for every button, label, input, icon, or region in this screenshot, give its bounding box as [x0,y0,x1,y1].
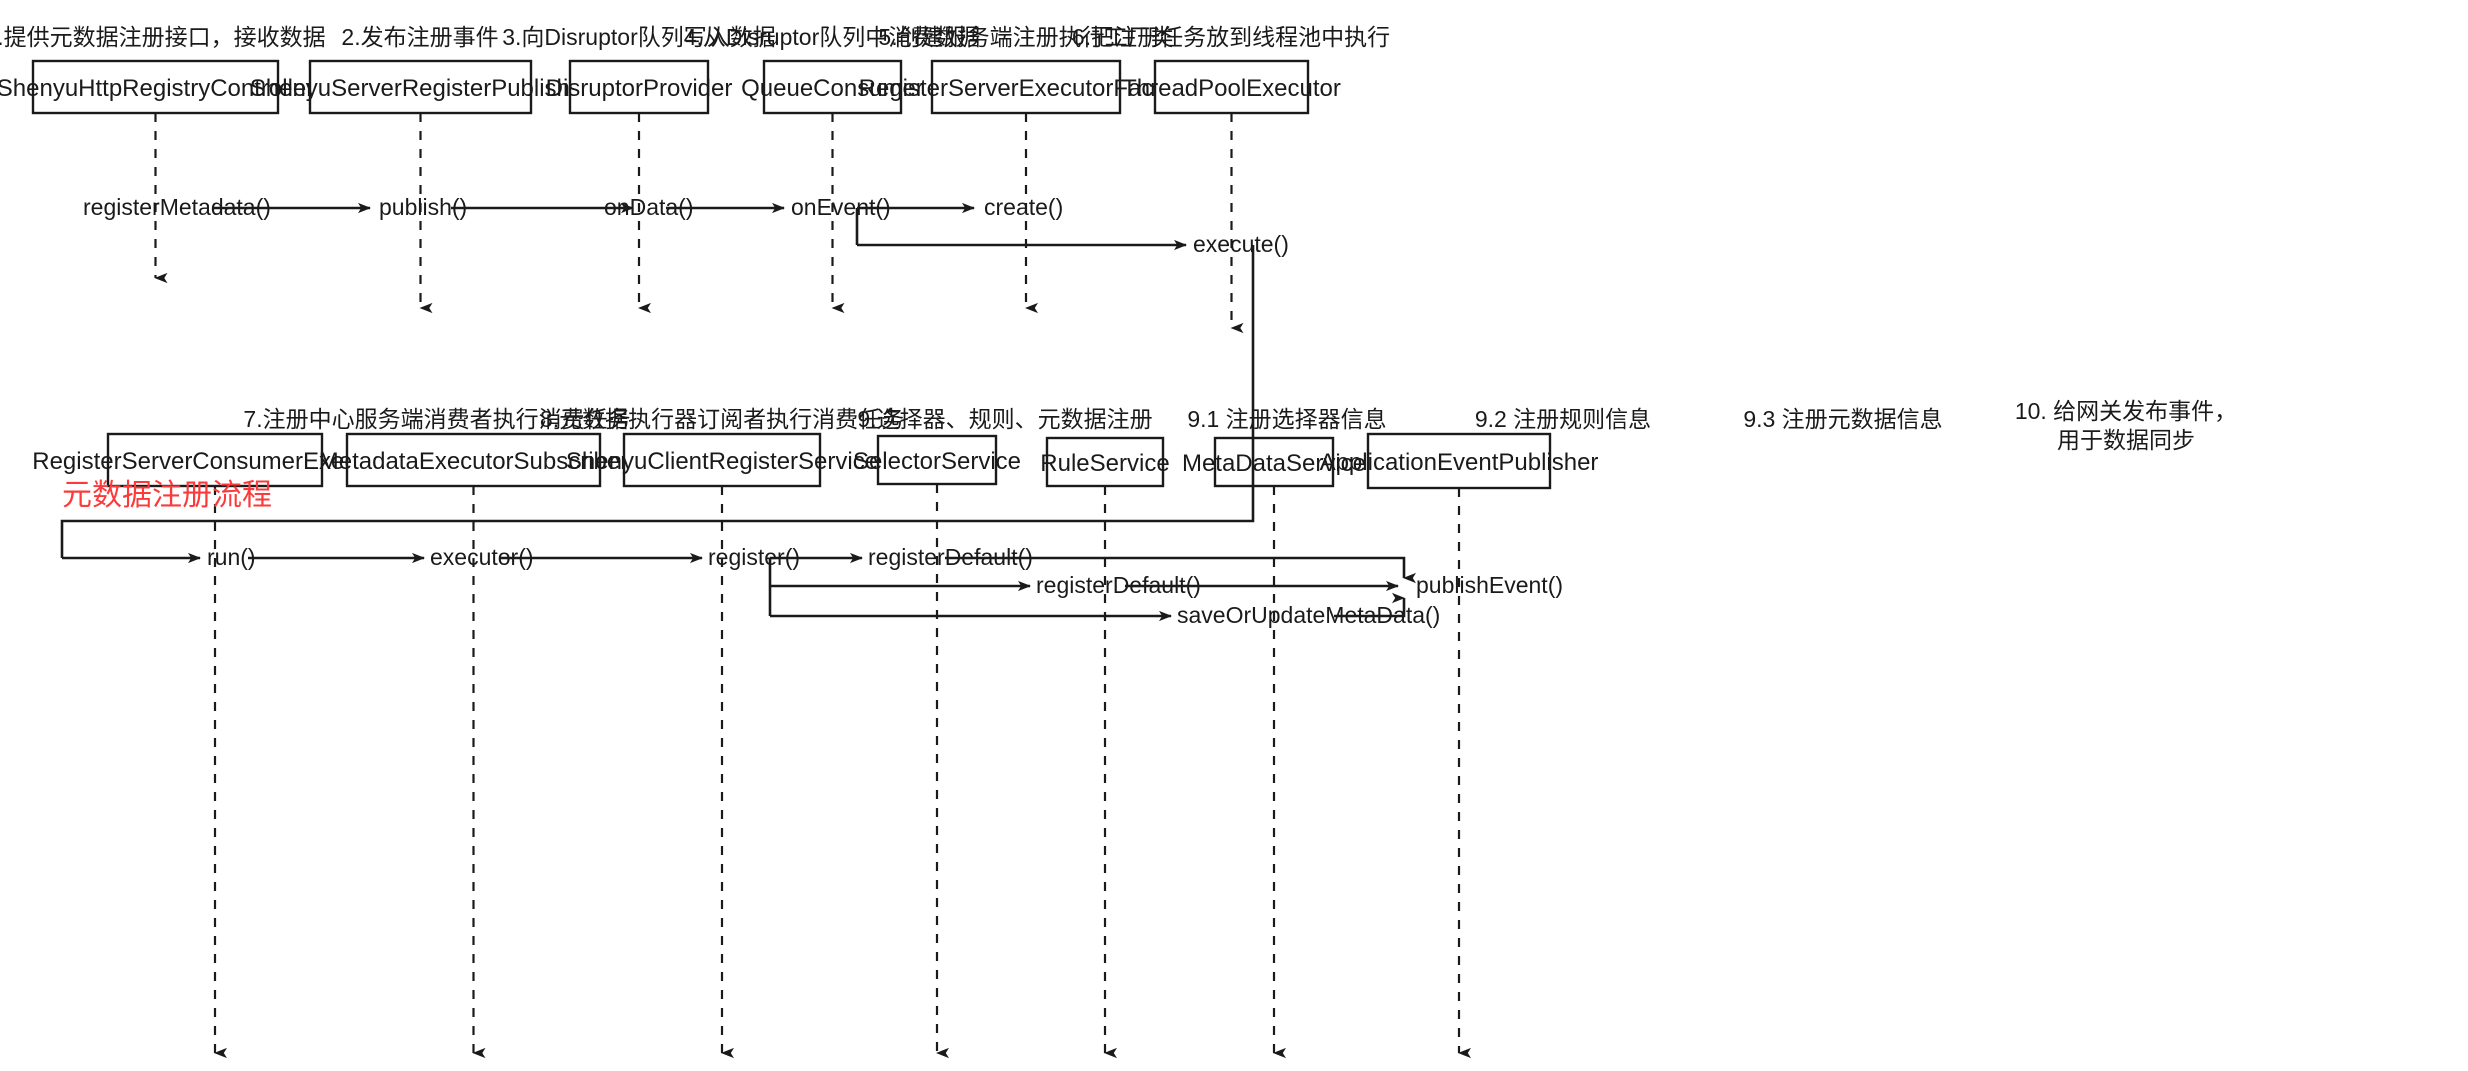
participant-box[interactable] [1366,432,1552,490]
participant-label: ThreadPoolExecutor [1122,75,1341,102]
note-label: 10. 给网关发布事件，用于数据同步 [2015,398,2237,453]
participant-label: MetaDataService [1182,450,1366,477]
participant-label: RegisterServerConsumerExecutor [32,448,397,475]
participant-label: ShenyuHttpRegistryController [0,75,314,102]
participant-box[interactable] [1153,59,1310,115]
message-label-msg-publish: publish() [379,194,467,220]
messages-group: registerMetadata() publish() onData() onEve… [62,194,1563,628]
participant-label: SelectorService [853,448,1021,475]
note-label: 5.创建服务端注册执行工厂类 [878,24,1173,50]
participant-box[interactable] [568,59,710,115]
participant-boxes-group: ShenyuHttpRegistryControllerShenyuServer… [0,59,1599,490]
participant-label: RuleService [1040,450,1169,477]
participant-register-server-executor-factory[interactable]: RegisterServerExecutorFactory [859,59,1194,115]
message-label-msg-publish-event: publishEvent() [1416,572,1563,598]
connector-metadata-to-publish [1334,592,1406,618]
participant-thread-pool-executor[interactable]: ThreadPoolExecutor [1122,59,1341,115]
participant-box[interactable] [31,59,280,115]
message-label-msg-create: create() [984,194,1063,220]
participant-shenyu-client-register-service[interactable]: ShenyuClientRegisterService [566,432,878,488]
participant-label: ShenyuClientRegisterService [566,448,878,475]
connector-selector-to-publish [945,556,1416,584]
note-label: 4.从Disruptor队列中消费数据 [684,24,980,50]
message-label-msg-execute: execute() [1193,231,1289,257]
participant-selector-service[interactable]: SelectorService [853,434,1021,486]
message-label-msg-run: run() [207,544,256,570]
connector-execute-to-run [60,245,1255,558]
lifelines-group [154,113,1471,1059]
note-label: 6.把注册任务放到线程池中执行 [1072,24,1390,50]
participant-label: ApplicationEventPublisher [1320,449,1599,476]
note-label: 2.发布注册事件 [341,24,498,50]
participant-shenyu-http-registry-controller[interactable]: ShenyuHttpRegistryController [0,59,314,115]
note-label: 7.注册中心服务端消费者执行消费任务 [243,406,630,432]
note-label: 1.提供元数据注册接口，接收数据 [0,24,326,50]
participant-shenyu-server-register-publisher[interactable]: ShenyuServerRegisterPublisher [250,59,592,115]
note-label: 8.元数据执行器订阅者执行消费任务 [540,406,904,432]
note-label: 9.3 注册元数据信息 [1743,406,1942,432]
participant-label: ShenyuServerRegisterPublisher [250,75,592,102]
participant-rule-service[interactable]: RuleService [1040,436,1170,488]
participant-box[interactable] [930,59,1122,115]
section-title: 元数据注册流程 [62,479,272,512]
message-label-msg-on-event: onEvent() [791,194,891,220]
participant-box[interactable] [622,432,822,488]
participant-box[interactable] [106,432,324,488]
participant-metadata-service[interactable]: MetaDataService [1182,436,1366,488]
participant-label: QueueConsumer [741,75,924,102]
participant-metadata-executor-subscriber[interactable]: MetadataExecutorSubscriber [319,432,629,488]
note-label: 9.选择器、规则、元数据注册 [857,406,1152,432]
participant-box[interactable] [345,432,602,488]
note-label: 3.向Disruptor队列写入数据 [502,24,775,50]
message-label-msg-on-data: onData() [604,194,693,220]
note-label: 9.2 注册规则信息 [1475,406,1651,432]
participant-application-event-publisher[interactable]: ApplicationEventPublisher [1320,432,1599,490]
connectors-group [60,208,1416,618]
participant-label: MetadataExecutorSubscriber [319,448,629,475]
participant-label: DisruptorProvider [546,75,733,102]
note-label: 9.1 注册选择器信息 [1187,406,1386,432]
participant-register-server-consumer-executor[interactable]: RegisterServerConsumerExecutor [32,432,398,488]
participant-disruptor-provider[interactable]: DisruptorProvider [546,59,733,115]
message-label-msg-register-metadata: registerMetadata() [83,194,271,220]
participant-label: RegisterServerExecutorFactory [859,75,1194,102]
